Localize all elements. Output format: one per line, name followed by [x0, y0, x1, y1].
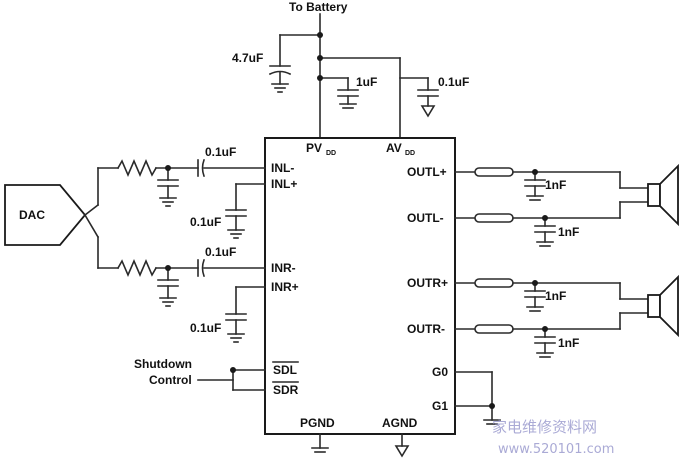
pin-outl-minus: OUTL- [407, 211, 444, 225]
capacitor-avdd-symbol [417, 89, 439, 118]
pin-inr-plus: INR+ [271, 280, 299, 294]
left-plus-wires [225, 183, 266, 239]
pin-inr-minus: INR- [271, 261, 296, 275]
pin-inl-plus: INL+ [271, 177, 297, 191]
cap-outr-plus-label: 1nF [545, 289, 566, 303]
pin-g0: G0 [432, 365, 448, 379]
output-outr-plus [454, 278, 621, 312]
pin-avdd-sub: DD [405, 150, 415, 157]
shutdown-wires [197, 369, 266, 391]
output-outr-minus [454, 324, 621, 358]
dac-block [4, 184, 87, 246]
dac-label: DAC [19, 208, 45, 222]
junction-dot [489, 403, 495, 409]
bulk-cap-label: 4.7uF [232, 51, 263, 65]
speaker-right-icon [619, 274, 679, 338]
cap-inr-plus-label: 0.1uF [190, 321, 221, 335]
capacitor-inl-minus-symbol [197, 158, 206, 178]
battery-label: To Battery [289, 0, 348, 14]
cap-inl-plus-label: 0.1uF [190, 215, 221, 229]
pin-outr-plus: OUTR+ [407, 276, 448, 290]
capacitor-bulk-symbol [268, 65, 292, 93]
junction-dot [230, 367, 236, 373]
cap-outl-plus-label: 1nF [545, 178, 566, 192]
left-input-wires [83, 158, 266, 217]
junction-dot [542, 215, 548, 221]
junction-dot [542, 326, 548, 332]
pin-g1: G1 [432, 399, 448, 413]
pin-outr-minus: OUTR- [407, 322, 445, 336]
shutdown-label-line2: Control [149, 373, 192, 387]
cap-outr-minus-label: 1nF [558, 336, 579, 350]
pin-sdr: SDR [273, 383, 299, 397]
avdd-cap-label: 0.1uF [438, 75, 469, 89]
gain-strap-wires [454, 371, 501, 425]
cap-inl-minus-label: 0.1uF [205, 145, 236, 159]
amplifier-ic-body [264, 137, 456, 435]
pin-inl-minus: INL- [271, 161, 294, 175]
pin-pvdd: PV [306, 141, 322, 155]
pin-pgnd: PGND [300, 416, 335, 430]
capacitor-pvdd-symbol [337, 89, 359, 109]
pin-sdl: SDL [273, 363, 297, 377]
pin-pvdd-sub: DD [326, 150, 336, 157]
junction-dot [165, 265, 171, 271]
pin-outl-plus: OUTL+ [407, 165, 447, 179]
speaker-left-icon [619, 163, 679, 227]
junction-dot [317, 32, 323, 38]
junction-dot [532, 169, 538, 175]
junction-dot [317, 75, 323, 81]
right-plus-wires [225, 286, 266, 343]
right-input-wires [83, 213, 266, 307]
cap-inr-minus-label: 0.1uF [205, 245, 236, 259]
junction-dot [165, 165, 171, 171]
supply-wires [279, 13, 429, 139]
pvdd-cap-label: 1uF [356, 75, 377, 89]
junction-dot [532, 280, 538, 286]
output-outl-plus [454, 167, 621, 201]
watermark-url: www.520101.com [498, 442, 614, 457]
junction-dot [317, 55, 323, 61]
chip-ground-legs [311, 433, 410, 458]
capacitor-inr-minus-symbol [197, 258, 206, 278]
watermark-cn: 家电维修资料网 [492, 418, 597, 436]
pin-avdd: AV [386, 141, 402, 155]
cap-outl-minus-label: 1nF [558, 225, 579, 239]
output-outl-minus [454, 213, 621, 247]
shutdown-label-line1: Shutdown [134, 357, 192, 371]
pin-agnd: AGND [382, 416, 418, 430]
